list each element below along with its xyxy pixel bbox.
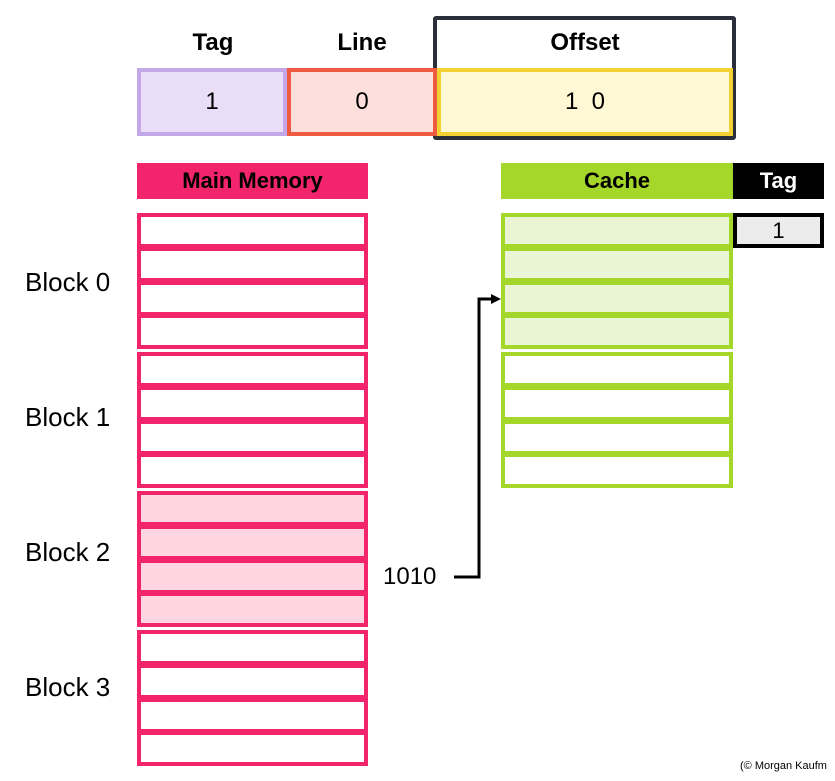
cache-line-0-row-0: [501, 213, 733, 248]
memory-block-2-row-3: [137, 592, 368, 627]
cache-line-1-row-3: [501, 453, 733, 488]
tag-field-label: Tag: [192, 29, 234, 56]
address-arrow-line: [454, 297, 493, 579]
offset-field-box: 1 0: [437, 68, 733, 136]
memory-block-1-row-0: [137, 352, 368, 387]
memory-block-3-row-2: [137, 698, 368, 733]
line-field-label: Line: [337, 29, 387, 56]
memory-block-1-row-3: [137, 453, 368, 488]
cache-tag-value: 1: [772, 217, 785, 243]
memory-block-2-row-1: [137, 525, 368, 560]
main-memory-header: Main Memory: [137, 163, 368, 199]
block-0-label: Block 0: [25, 267, 111, 297]
line-field-box: 0: [287, 68, 437, 136]
memory-block-3-row-3: [137, 731, 368, 766]
cache-tag-header: Tag: [733, 163, 824, 199]
cache-line-0-row-1: [501, 247, 733, 282]
offset-field-label: Offset: [550, 29, 620, 56]
memory-block-1-row-2: [137, 420, 368, 455]
block-3-label: Block 3: [25, 672, 111, 702]
arrowhead-icon: [491, 294, 501, 304]
block-1-label: Block 1: [25, 402, 111, 432]
cache-line-1-row-0: [501, 352, 733, 387]
block-2-label: Block 2: [25, 537, 111, 567]
offset-field-value: 1 0: [564, 88, 606, 115]
tag-field-value: 1: [205, 88, 219, 115]
tag-field-box: 1: [137, 68, 287, 136]
memory-block-0-row-0: [137, 213, 368, 248]
cache-line-1-row-1: [501, 386, 733, 421]
memory-block-2-row-2: [137, 559, 368, 594]
memory-block-3-row-1: [137, 664, 368, 699]
cache-tag-cell: 1: [733, 213, 824, 248]
address-label: 1010: [383, 563, 437, 590]
cache-header: Cache: [501, 163, 733, 199]
memory-block-1-row-1: [137, 386, 368, 421]
credit-text: (© Morgan Kaufm: [740, 760, 827, 772]
memory-block-0-row-2: [137, 281, 368, 316]
memory-block-3-row-0: [137, 630, 368, 665]
cache-line-1-row-2: [501, 420, 733, 455]
line-field-value: 0: [355, 88, 369, 115]
memory-block-0-row-3: [137, 314, 368, 349]
cache-line-0-row-3: [501, 314, 733, 349]
cache-line-0-row-2: [501, 281, 733, 316]
memory-block-2-row-0: [137, 491, 368, 526]
memory-block-0-row-1: [137, 247, 368, 282]
